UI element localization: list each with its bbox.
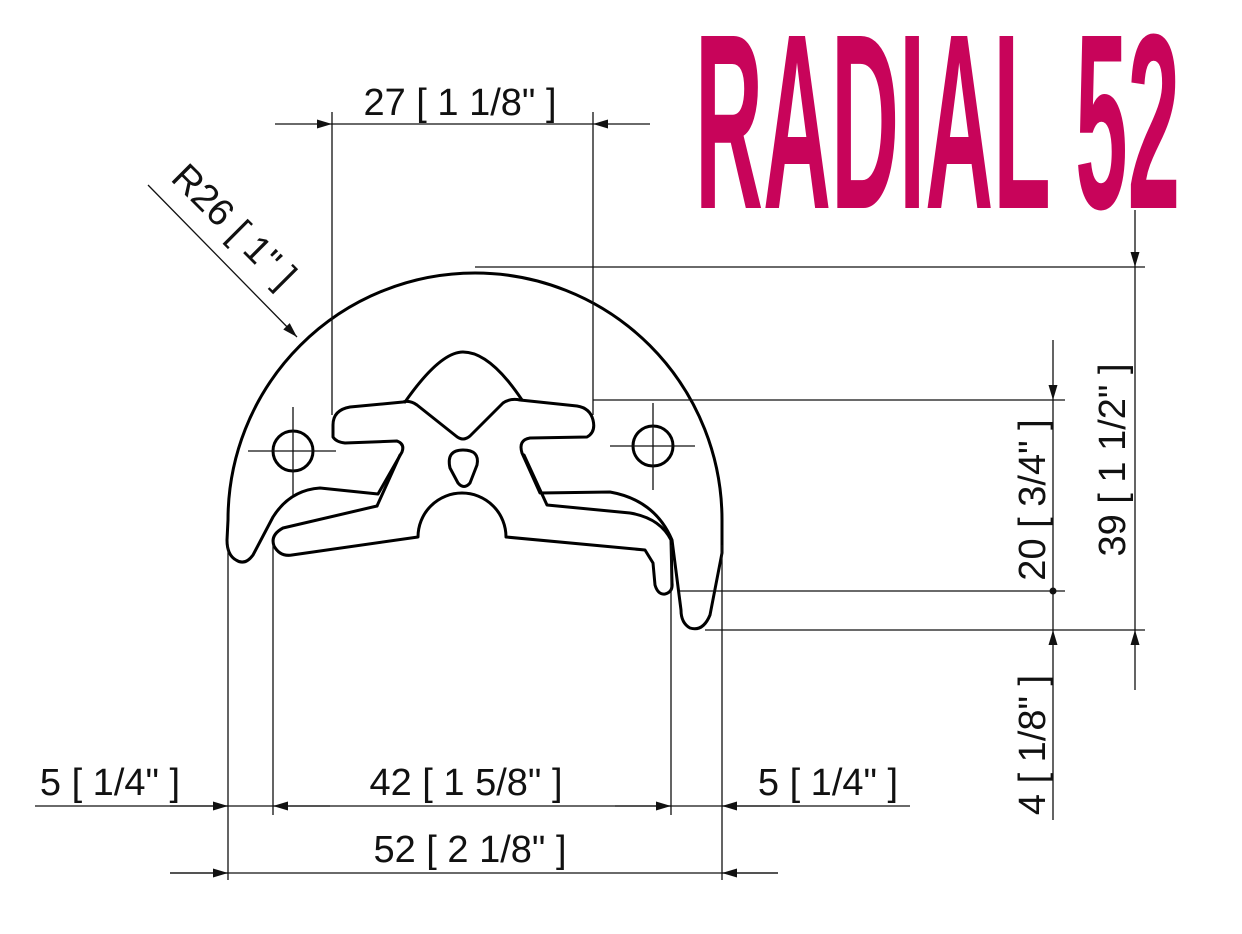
title: RADIAL 52 [695, 0, 1180, 261]
dimension-lines [35, 112, 1145, 880]
dim-total-width: 52 [ 2 1/8" ] [373, 829, 566, 871]
dim-left-margin: 5 [ 1/4" ] [40, 762, 180, 804]
right-hole-crosshair [610, 403, 695, 490]
dim-lower-offset: 4 [ 1/8" ] [1012, 675, 1054, 815]
profile-outline [225, 271, 724, 631]
dim-upper-height: 20 [ 3/4" ] [1012, 419, 1054, 580]
dim-inner-width: 42 [ 1 5/8" ] [369, 762, 562, 804]
dim-top-width: 27 [ 1 1/8" ] [363, 82, 556, 124]
dim-total-height: 39 [ 1 1/2" ] [1092, 363, 1134, 556]
center-hole [447, 448, 479, 488]
left-hole-crosshair [248, 407, 336, 495]
dim-radius: R26 [ 1" ] [163, 156, 304, 297]
dim-right-margin: 5 [ 1/4" ] [758, 762, 898, 804]
